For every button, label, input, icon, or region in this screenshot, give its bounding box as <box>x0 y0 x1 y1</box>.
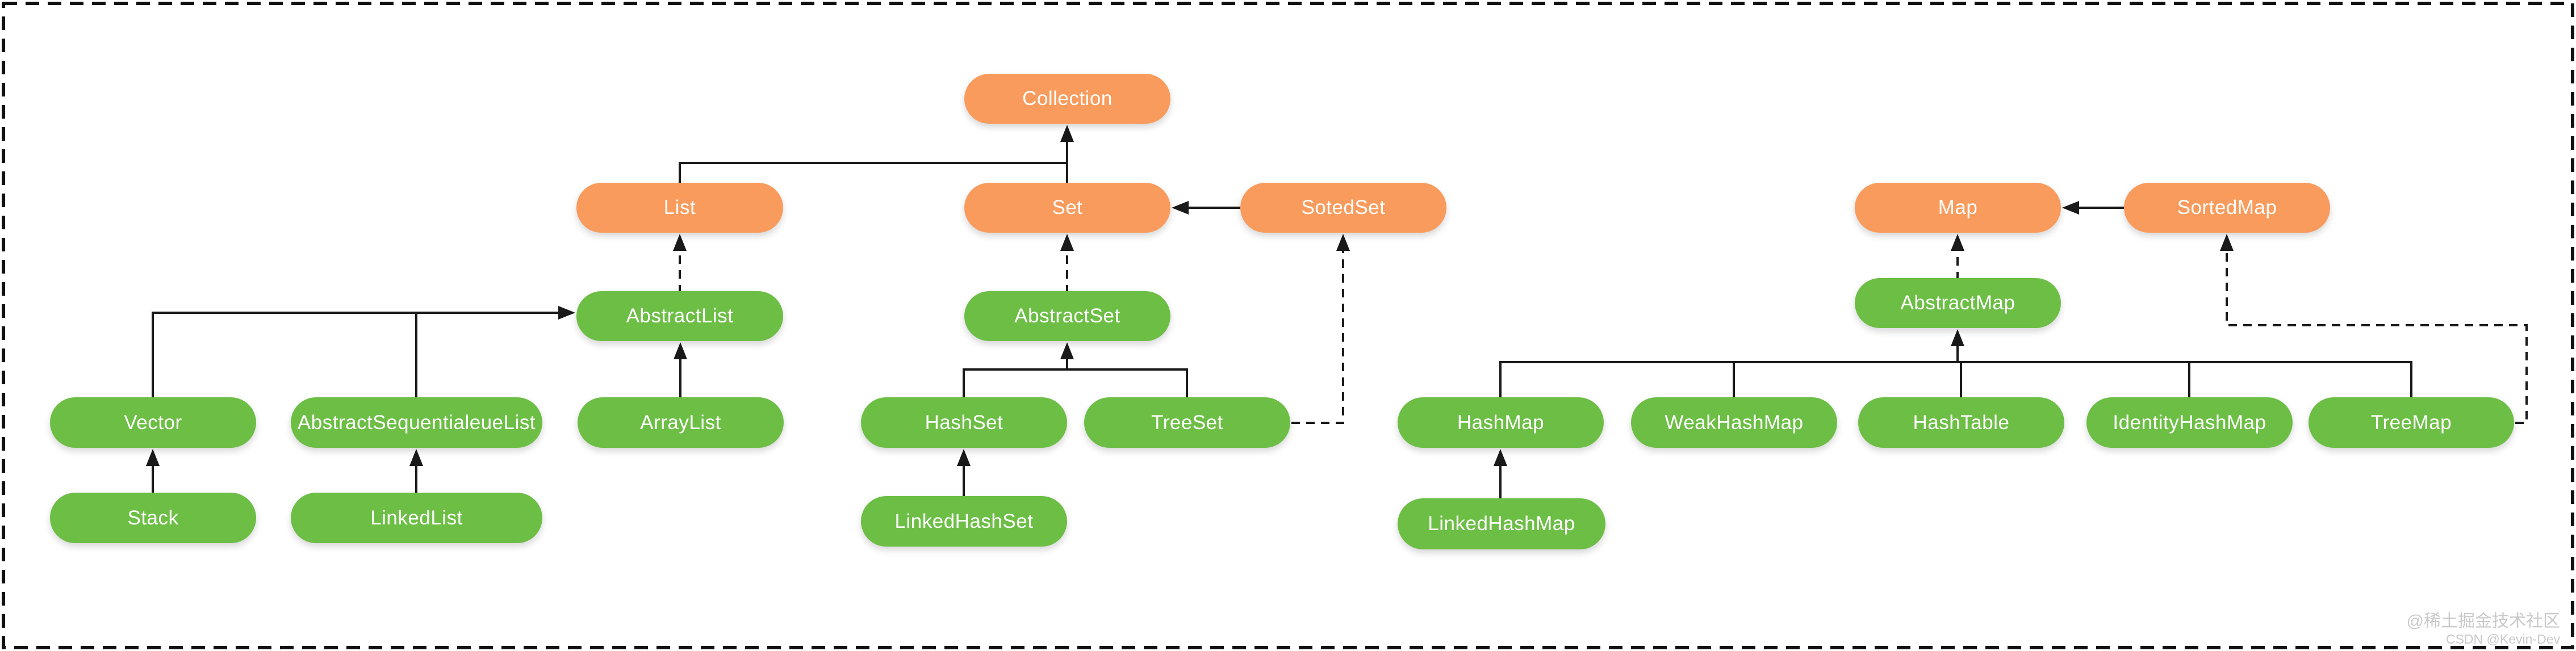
node-hash-set: HashSet <box>861 397 1067 448</box>
edge-list-to-collection-elbow <box>679 162 1067 185</box>
arrowhead-linkedlist-to-abseqlist <box>409 449 423 466</box>
node-abstract-set: AbstractSet <box>964 291 1170 341</box>
node-weak-hash-map: WeakHashMap <box>1631 397 1837 448</box>
node-abstract-list: AbstractList <box>576 291 783 341</box>
arrowhead-sortedmap-to-map <box>2062 201 2079 215</box>
edge-treemap-to-sortedmap <box>2226 251 2528 424</box>
node-collection: Collection <box>964 74 1170 124</box>
node-abstract-sequentialeue-list: AbstractSequentialeueList <box>291 397 542 448</box>
arrowhead-abstractset-to-set <box>1060 234 1074 251</box>
node-stack: Stack <box>50 493 256 543</box>
node-identity-hash-map: IdentityHashMap <box>2086 397 2293 448</box>
node-hash-table: HashTable <box>1858 397 2064 448</box>
node-linked-hash-map: LinkedHashMap <box>1398 498 1605 549</box>
edge-treeset-to-sotedset <box>1291 251 1344 424</box>
node-tree-set: TreeSet <box>1084 397 1290 448</box>
arrowhead-vector-bracket-to-abstractlist <box>558 306 575 320</box>
node-vector: Vector <box>50 397 256 448</box>
arrowhead-mapbracket-to-abstractmap <box>1951 329 1964 346</box>
arrowhead-abstractlist-to-list <box>673 234 687 251</box>
node-abstract-map: AbstractMap <box>1855 278 2061 328</box>
arrowhead-linkedhashset-to-hashset <box>957 449 971 466</box>
node-list: List <box>576 183 783 233</box>
arrowhead-linkedhashmap-to-hashmap <box>1494 449 1507 466</box>
arrowhead-treeset-to-sotedset <box>1336 234 1350 251</box>
node-linked-hash-set: LinkedHashSet <box>861 496 1067 547</box>
arrowhead-treemap-to-sortedmap <box>2220 234 2234 251</box>
arrowhead-stack-to-vector <box>146 449 160 466</box>
node-tree-map: TreeMap <box>2309 397 2514 448</box>
arrowhead-setbracket-to-abstractset <box>1060 342 1074 359</box>
watermark-author-text: CSDN @Kevin-Dev <box>2445 631 2560 646</box>
node-map: Map <box>1855 183 2061 233</box>
edge-setbracket-horizontal <box>963 368 1188 400</box>
node-set: Set <box>964 183 1170 233</box>
watermark-community-text: @稀土掘金技术社区 <box>2406 612 2560 631</box>
node-sorted-map: SortedMap <box>2124 183 2330 233</box>
arrowhead-abstractmap-to-map <box>1951 234 1964 251</box>
watermark: @稀土掘金技术社区 CSDN @Kevin-Dev <box>2407 612 2560 646</box>
edge-vector-bracket-to-abstractlist <box>152 312 558 400</box>
node-hash-map: HashMap <box>1398 397 1604 448</box>
node-array-list: ArrayList <box>578 397 784 448</box>
arrowhead-set-to-collection <box>1060 125 1074 142</box>
edge-mapbracket-horizontal <box>1499 361 2412 400</box>
arrowhead-sotedset-to-set <box>1172 201 1189 215</box>
node-soted-set: SotedSet <box>1240 183 1446 233</box>
node-linked-list: LinkedList <box>291 493 542 543</box>
arrowhead-arraylist-to-abstractlist <box>674 342 687 359</box>
